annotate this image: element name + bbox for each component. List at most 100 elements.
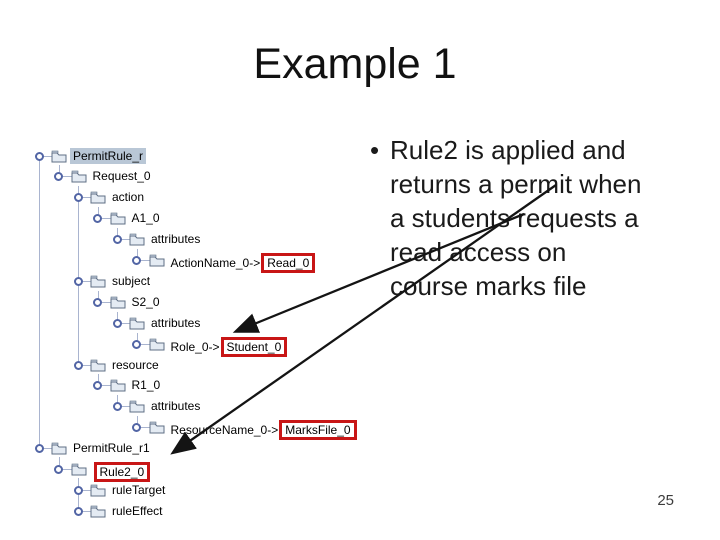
bullet-line: course marks file — [390, 271, 587, 301]
tree-node-label: Rule2_0 — [90, 461, 154, 483]
bullet-text-block: • Rule2 is applied and returns a permit … — [370, 133, 700, 303]
tree-connector — [58, 457, 60, 470]
folder-icon — [149, 421, 164, 434]
folder-icon — [90, 484, 106, 497]
folder-icon — [129, 233, 145, 246]
tree-connector — [99, 218, 112, 220]
tree-connector — [138, 427, 151, 429]
expand-handle-icon[interactable] — [73, 360, 83, 370]
folder-icon — [90, 359, 106, 371]
tree-node-action[interactable]: action — [0, 187, 360, 208]
tree-node-permitrule-r1[interactable]: PermitRule_r1 — [0, 438, 360, 459]
tree-node-attributes[interactable]: attributes — [0, 313, 360, 334]
tree-node-attributes[interactable]: attributes — [0, 229, 360, 250]
tree-connector — [80, 197, 92, 199]
expand-handle-icon[interactable] — [54, 172, 63, 182]
tree-node-label-prefix: Role_0-> — [170, 339, 220, 354]
folder-icon — [110, 380, 125, 392]
expand-handle-icon[interactable] — [112, 318, 122, 328]
tree-connector — [119, 239, 131, 241]
tree-node-subject[interactable]: subject — [0, 271, 360, 292]
expand-handle-icon[interactable] — [73, 506, 83, 516]
expand-handle-icon[interactable] — [54, 465, 63, 474]
tree-node-label: PermitRule_r1 — [73, 441, 150, 456]
tree-connector — [119, 322, 131, 324]
tree-connector — [136, 333, 138, 344]
tree-connector — [78, 478, 79, 512]
expand-handle-icon[interactable] — [112, 235, 122, 245]
tree-node-permitrule-r[interactable]: PermitRule_r — [0, 146, 360, 167]
tree-node-resourcename-marksfile[interactable]: ResourceName_0->MarksFile_0 — [0, 417, 360, 441]
tree-node-a1-0[interactable]: A1_0 — [0, 208, 360, 229]
tree-node-label-prefix: ResourceName_0-> — [170, 423, 279, 438]
expand-handle-icon[interactable] — [93, 297, 102, 307]
tree-node-rule2-0[interactable]: Rule2_0 — [0, 459, 360, 483]
tree-node-label: subject — [112, 273, 151, 288]
tree-node-label: attributes — [151, 399, 201, 414]
tree-node-label: S2_0 — [131, 294, 160, 309]
bullet-line: read access on — [390, 237, 567, 267]
tree-connector — [97, 291, 99, 303]
expand-handle-icon[interactable] — [93, 381, 102, 391]
expand-handle-icon[interactable] — [34, 151, 44, 161]
tree-node-request-0[interactable]: Request_0 — [0, 166, 360, 187]
tree-connector — [99, 301, 112, 303]
tree-connector — [60, 176, 73, 178]
tree-node-label: ruleTarget — [112, 482, 166, 497]
highlight-box-rule2: Rule2_0 — [93, 462, 151, 482]
tree-connector — [78, 186, 79, 365]
bullet-line: a students requests a — [390, 203, 639, 233]
expand-handle-icon[interactable] — [73, 193, 83, 203]
folder-icon — [71, 463, 86, 476]
expand-handle-icon[interactable] — [34, 444, 44, 454]
folder-icon — [129, 317, 145, 330]
folder-icon — [129, 400, 145, 413]
tree-node-ruleeffect[interactable]: ruleEffect — [0, 501, 360, 522]
tree-connector — [41, 155, 53, 157]
tree-node-label: action — [112, 190, 145, 205]
expand-handle-icon[interactable] — [112, 402, 122, 412]
folder-icon — [71, 171, 86, 183]
tree-node-label: ruleEffect — [112, 503, 163, 518]
expand-handle-icon[interactable] — [132, 256, 141, 265]
tree-connector — [58, 165, 60, 177]
folder-icon — [51, 442, 67, 455]
bullet-line: Rule2 is applied and — [390, 135, 626, 165]
page-number: 25 — [657, 492, 674, 509]
tree-node-attributes[interactable]: attributes — [0, 396, 360, 417]
tree-node-actionname-read[interactable]: ActionName_0->Read_0 — [0, 250, 360, 273]
tree-connector — [119, 406, 131, 408]
tree-node-label: R1_0 — [131, 378, 161, 393]
tree-connector — [117, 312, 118, 324]
tree-node-role-student[interactable]: Role_0->Student_0 — [0, 334, 360, 357]
tree-connector — [117, 228, 118, 240]
tree-node-label: attributes — [151, 232, 201, 247]
expand-handle-icon[interactable] — [73, 485, 83, 495]
tree-connector — [138, 260, 151, 261]
tree-connector — [136, 249, 138, 261]
expand-handle-icon[interactable] — [73, 276, 83, 286]
expand-handle-icon[interactable] — [132, 423, 141, 433]
folder-icon — [51, 150, 67, 162]
tree-connector — [97, 207, 99, 219]
tree-connector — [60, 469, 73, 470]
expand-handle-icon[interactable] — [93, 214, 102, 224]
folder-icon — [110, 296, 125, 309]
tree-connector — [80, 510, 92, 512]
tree-connector — [41, 448, 53, 450]
tree-node-ruletarget[interactable]: ruleTarget — [0, 480, 360, 501]
tree-connector — [39, 160, 40, 449]
tree-connector — [80, 364, 92, 366]
folder-icon — [149, 254, 164, 267]
expand-handle-icon[interactable] — [132, 339, 141, 349]
folder-icon — [110, 212, 125, 225]
tree-node-r1-0[interactable]: R1_0 — [0, 375, 360, 396]
page-title: Example 1 — [253, 40, 457, 88]
tree-connector — [99, 385, 112, 387]
folder-icon — [149, 338, 164, 351]
tree-node-label: PermitRule_r — [70, 147, 147, 164]
tree-node-label: attributes — [151, 315, 201, 330]
tree-node-resource[interactable]: resource — [0, 355, 360, 376]
tree-node-s2-0[interactable]: S2_0 — [0, 292, 360, 313]
folder-icon — [90, 191, 106, 204]
